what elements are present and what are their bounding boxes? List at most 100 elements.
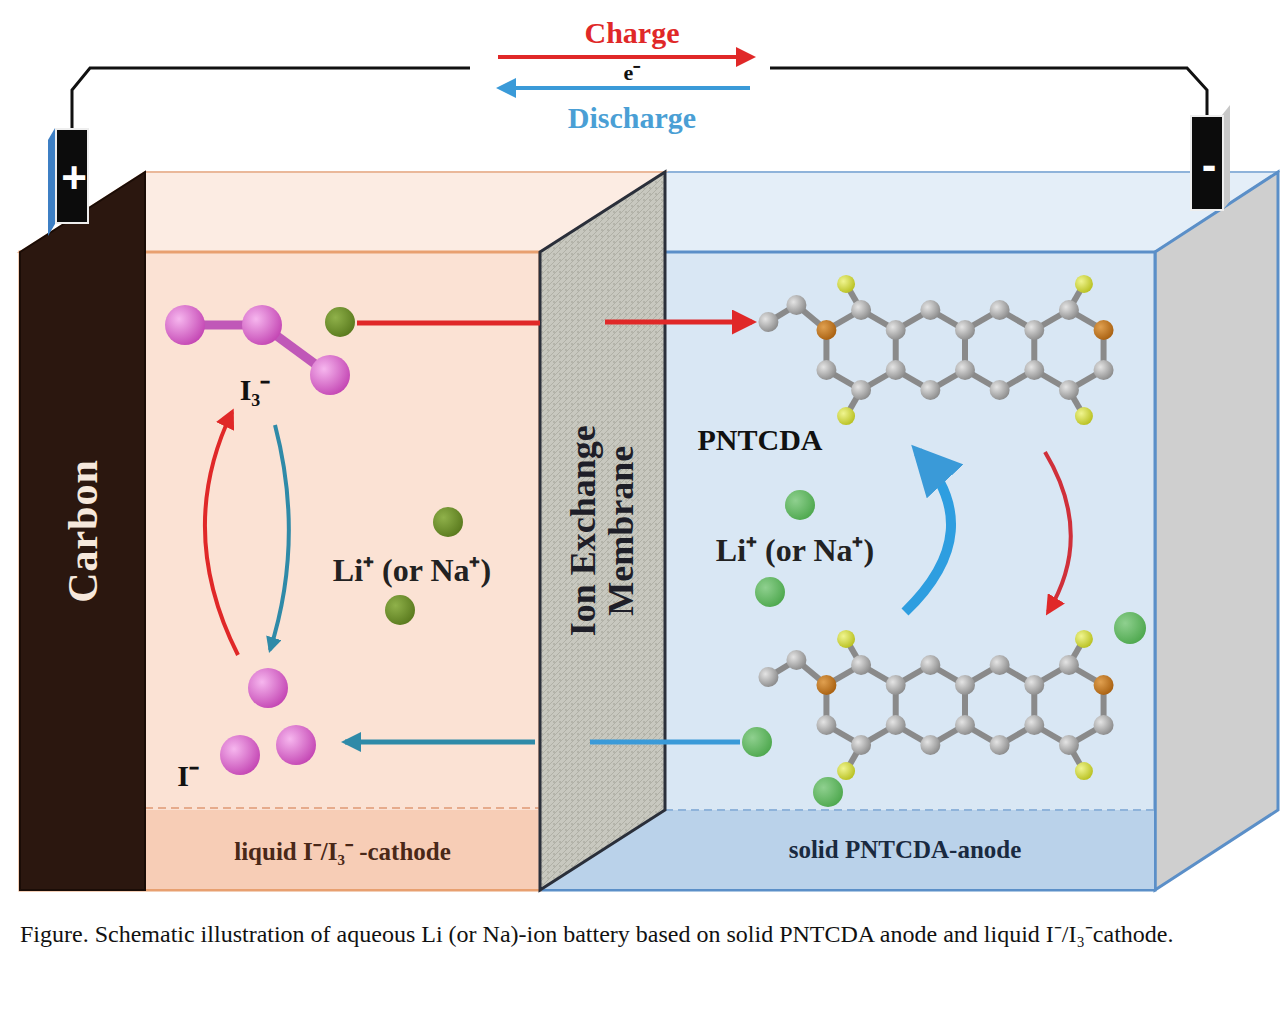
discharge-arrow — [500, 86, 750, 90]
text-block: Ion Exchange Membrane — [540, 172, 665, 890]
atom — [990, 380, 1010, 400]
anode-dash — [665, 809, 1155, 811]
atom — [851, 380, 871, 400]
atom — [886, 675, 906, 695]
cation-dot — [1114, 612, 1146, 644]
atom — [816, 675, 836, 695]
node-label: liquid I⁻/I₃⁻ -cathode — [234, 833, 451, 867]
illustration-part — [165, 305, 205, 345]
atom — [990, 655, 1010, 675]
atom — [920, 380, 940, 400]
atom — [920, 735, 940, 755]
atom — [758, 312, 778, 332]
atom — [758, 667, 778, 687]
atom — [1024, 675, 1044, 695]
atom — [1075, 762, 1093, 780]
illustration-part — [248, 668, 288, 708]
reduction-arrow — [270, 425, 289, 650]
atom — [851, 655, 871, 675]
atom — [1094, 675, 1114, 695]
membrane-slab — [540, 172, 665, 890]
atom — [837, 762, 855, 780]
atom — [837, 407, 855, 425]
text-block: solid PNTCDA-anode — [680, 810, 1130, 890]
anode-side-face — [1155, 172, 1278, 890]
charge-label: Charge — [585, 16, 680, 50]
illustration-part — [276, 725, 316, 765]
oxidation-arrow — [205, 412, 238, 655]
atom — [990, 735, 1010, 755]
species-label: I⁻ — [177, 754, 199, 795]
atom — [1024, 320, 1044, 340]
atom — [1075, 630, 1093, 648]
node-label: + — [61, 153, 87, 203]
cation-dot — [813, 777, 843, 807]
text-block: Carbon — [20, 172, 145, 890]
atom — [990, 300, 1010, 320]
cathode-dash — [145, 807, 540, 809]
atom — [1024, 715, 1044, 735]
discharge-curve-arrow — [905, 452, 951, 612]
atom — [1024, 360, 1044, 380]
ion-label: Li⁺ (or Na⁺) — [716, 527, 874, 570]
node-label: Ion Exchange Membrane — [565, 386, 641, 676]
illustration-part — [310, 355, 350, 395]
atom — [1094, 320, 1114, 340]
charge-curve-arrow — [1045, 452, 1071, 612]
cation-dot — [755, 577, 785, 607]
atom — [886, 715, 906, 735]
atom — [1059, 300, 1079, 320]
anode-compartment: solid PNTCDA-anode — [540, 252, 1155, 890]
text-block: liquid I⁻/I₃⁻ -cathode — [145, 810, 540, 890]
atom — [1075, 275, 1093, 293]
ion-label: Li⁺ (or Na⁺) — [333, 547, 491, 590]
iodide-ions — [220, 668, 316, 775]
atom — [886, 360, 906, 380]
cation-dot — [385, 595, 415, 625]
charge-ion-path — [357, 321, 540, 326]
atom — [955, 675, 975, 695]
charge-arrow — [498, 55, 752, 59]
atom — [837, 275, 855, 293]
atom — [955, 715, 975, 735]
cation-dot — [325, 307, 355, 337]
node-label: solid PNTCDA-anode — [789, 836, 1022, 864]
cation-dot — [742, 727, 772, 757]
cation-dot — [785, 490, 815, 520]
atom — [1094, 715, 1114, 735]
plus-terminal-side — [48, 128, 55, 236]
atom — [920, 300, 940, 320]
atom — [786, 295, 806, 315]
atom — [851, 300, 871, 320]
text-block: - — [1192, 117, 1226, 213]
node-label: Carbon — [59, 459, 107, 603]
electron-label: e⁻ — [624, 56, 641, 86]
positive-terminal: + — [55, 128, 89, 224]
node-label: - — [1202, 140, 1217, 190]
charge-ion-path — [605, 320, 752, 325]
atom — [1059, 735, 1079, 755]
atom — [1075, 407, 1093, 425]
illustration-part — [220, 735, 260, 775]
compound-label: PNTCDA — [698, 423, 823, 457]
atom — [1094, 360, 1114, 380]
discharge-ion-path — [590, 740, 740, 745]
atom — [886, 320, 906, 340]
illustration-part — [242, 305, 282, 345]
species-label: I₃⁻ — [240, 368, 271, 409]
carbon-electrode — [20, 172, 145, 890]
atom — [837, 630, 855, 648]
text-block: + — [57, 130, 91, 226]
discharge-label: Discharge — [568, 101, 696, 135]
atom — [1059, 380, 1079, 400]
pntcda-molecule — [758, 275, 1113, 425]
negative-terminal: - — [1190, 115, 1224, 211]
atom — [786, 650, 806, 670]
atom — [816, 320, 836, 340]
atom — [851, 735, 871, 755]
atom — [816, 715, 836, 735]
cation-dot — [433, 507, 463, 537]
carbon-electrode: Carbon — [20, 172, 145, 890]
figure-caption: Figure. Schematic illustration of aqueou… — [20, 918, 1265, 952]
